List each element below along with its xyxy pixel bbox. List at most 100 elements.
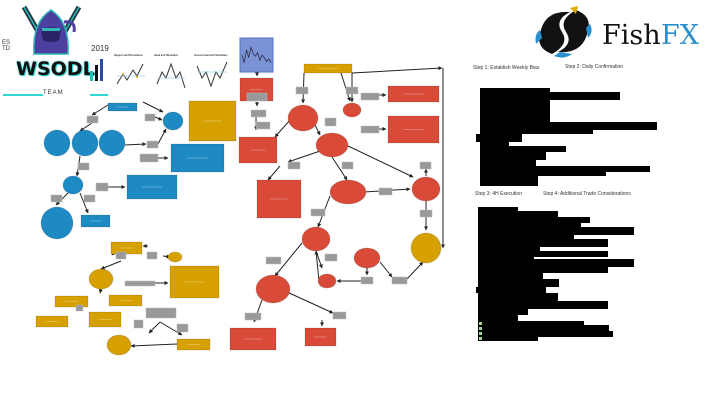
edge-label-box <box>95 182 109 192</box>
fishfx-name-part2: FX <box>661 20 699 51</box>
diagram-nodes <box>35 37 442 356</box>
fish-yin-yang-icon <box>535 6 592 58</box>
flow-arrow <box>79 122 93 132</box>
flow-arrow <box>351 66 443 74</box>
edge-label-box <box>146 140 159 149</box>
fishfx-name-part1: Fish <box>602 20 661 51</box>
edge-label-box <box>246 92 268 102</box>
inverse-head-shoulders-chart-icon <box>196 61 228 88</box>
edge-label-box <box>265 256 282 265</box>
edge-label-box <box>77 162 90 171</box>
pattern-label: Inverse Head and Shoulders <box>194 54 228 57</box>
edge-label-box <box>75 304 84 312</box>
edge-label-box <box>50 194 63 203</box>
flow-node-red-ellipse <box>317 273 337 289</box>
flow-node-red-ellipse <box>287 104 319 132</box>
flow-node-gold-ellipse <box>106 334 132 356</box>
edge-label-box <box>391 276 408 285</box>
flow-node-gold-circle <box>410 232 442 264</box>
team-divider-right <box>90 94 108 96</box>
pattern-thumbnail: Inverse Head and Shoulders <box>192 54 237 94</box>
team-logo: ES TD 2019 WSODL TEAM <box>0 0 120 100</box>
pattern-thumbnail: Head and Shoulders <box>152 54 192 94</box>
flow-arrow <box>287 149 324 163</box>
edge-label-box <box>324 253 338 262</box>
team-est-label: ES TD <box>2 40 11 52</box>
step-4-label: Step 4: Additional Trade Considerations <box>543 191 631 197</box>
flow-arrow <box>379 261 393 278</box>
edge-label-box <box>244 312 262 321</box>
flow-node-gold-ellipse <box>167 251 183 263</box>
price-line <box>241 45 272 63</box>
edge-label-box <box>144 113 156 122</box>
edge-label-box <box>287 161 301 170</box>
flow-arrow <box>274 242 303 277</box>
edge-label-box <box>139 153 159 163</box>
flow-arrow <box>340 72 351 102</box>
edge-label-box <box>83 194 96 203</box>
flow-arrow <box>157 128 167 145</box>
edge-label-box <box>360 276 374 285</box>
pattern-label: Support and Resistance <box>114 54 143 57</box>
edge-label-box <box>341 161 354 170</box>
flow-arrow <box>345 144 414 178</box>
flow-node-blue-circle <box>40 206 74 240</box>
team-divider-left <box>3 94 43 96</box>
edge-label-box <box>378 187 393 196</box>
team-year-label: 2019 <box>91 44 109 53</box>
step-3-label: Step 3: 4H Execution <box>475 191 522 197</box>
flow-node-red-ellipse <box>353 247 381 269</box>
flow-node-red-ellipse <box>255 274 291 304</box>
team-name-label: WSODL <box>16 58 95 80</box>
flow-node-blue-circle <box>43 129 71 157</box>
flow-arrow <box>314 124 321 136</box>
edge-label-box <box>360 125 380 134</box>
bar-chart-icon <box>90 59 103 81</box>
edge-label-box <box>324 117 337 127</box>
edge-label-box <box>124 280 156 287</box>
fishfx-logo: Fish FX <box>530 4 710 60</box>
pattern-thumbnail: Support and Resistance <box>112 54 152 94</box>
edge-label-box <box>133 319 144 329</box>
flow-arrow <box>154 116 163 121</box>
flow-arrow <box>148 321 161 334</box>
flow-arrow <box>124 142 147 147</box>
flow-node-red-ellipse <box>411 176 441 202</box>
team-subtitle-label: TEAM <box>43 90 64 96</box>
flow-arrow <box>274 119 291 138</box>
head-shoulders-chart-icon <box>156 62 186 89</box>
flow-node-blue-circle <box>98 129 126 157</box>
edge-label-box <box>419 161 432 170</box>
edge-label-box <box>360 92 380 101</box>
flow-arrow <box>91 104 109 116</box>
flow-arrow <box>159 321 183 336</box>
flow-arrow <box>331 156 348 181</box>
edge-label-box <box>310 208 326 217</box>
flow-arrow <box>98 288 103 294</box>
edge-label-box <box>176 323 189 333</box>
flow-arrow <box>286 291 334 314</box>
edge-label-box <box>146 251 158 260</box>
ninja-mascot-icon <box>21 5 82 55</box>
edge-label-box <box>86 115 99 124</box>
flow-arrow <box>79 192 89 214</box>
flow-arrow <box>314 250 320 282</box>
redacted-text-block-1 <box>476 88 676 188</box>
flow-node-red-box <box>387 115 440 144</box>
step-1-label: Step 1: Establish Weekly Bias <box>473 65 540 71</box>
checkbox-list <box>479 322 483 342</box>
support-resistance-chart-icon <box>116 63 145 85</box>
edge-label-box <box>332 311 347 320</box>
checkbox-icon <box>479 327 482 330</box>
edge-label-box <box>345 86 359 95</box>
flow-arrow <box>130 343 178 348</box>
redacted-text-block-2 <box>476 207 676 347</box>
edge-label-box <box>419 209 433 218</box>
checkbox-icon <box>479 332 482 335</box>
checkbox-icon <box>479 337 482 340</box>
edge-label-box <box>145 307 177 319</box>
flow-node-red-ellipse <box>329 179 367 205</box>
pattern-thumbnails: Support and Resistance Head and Shoulder… <box>112 54 237 94</box>
edge-label-box <box>255 121 271 130</box>
pattern-label: Head and Shoulders <box>154 54 179 57</box>
